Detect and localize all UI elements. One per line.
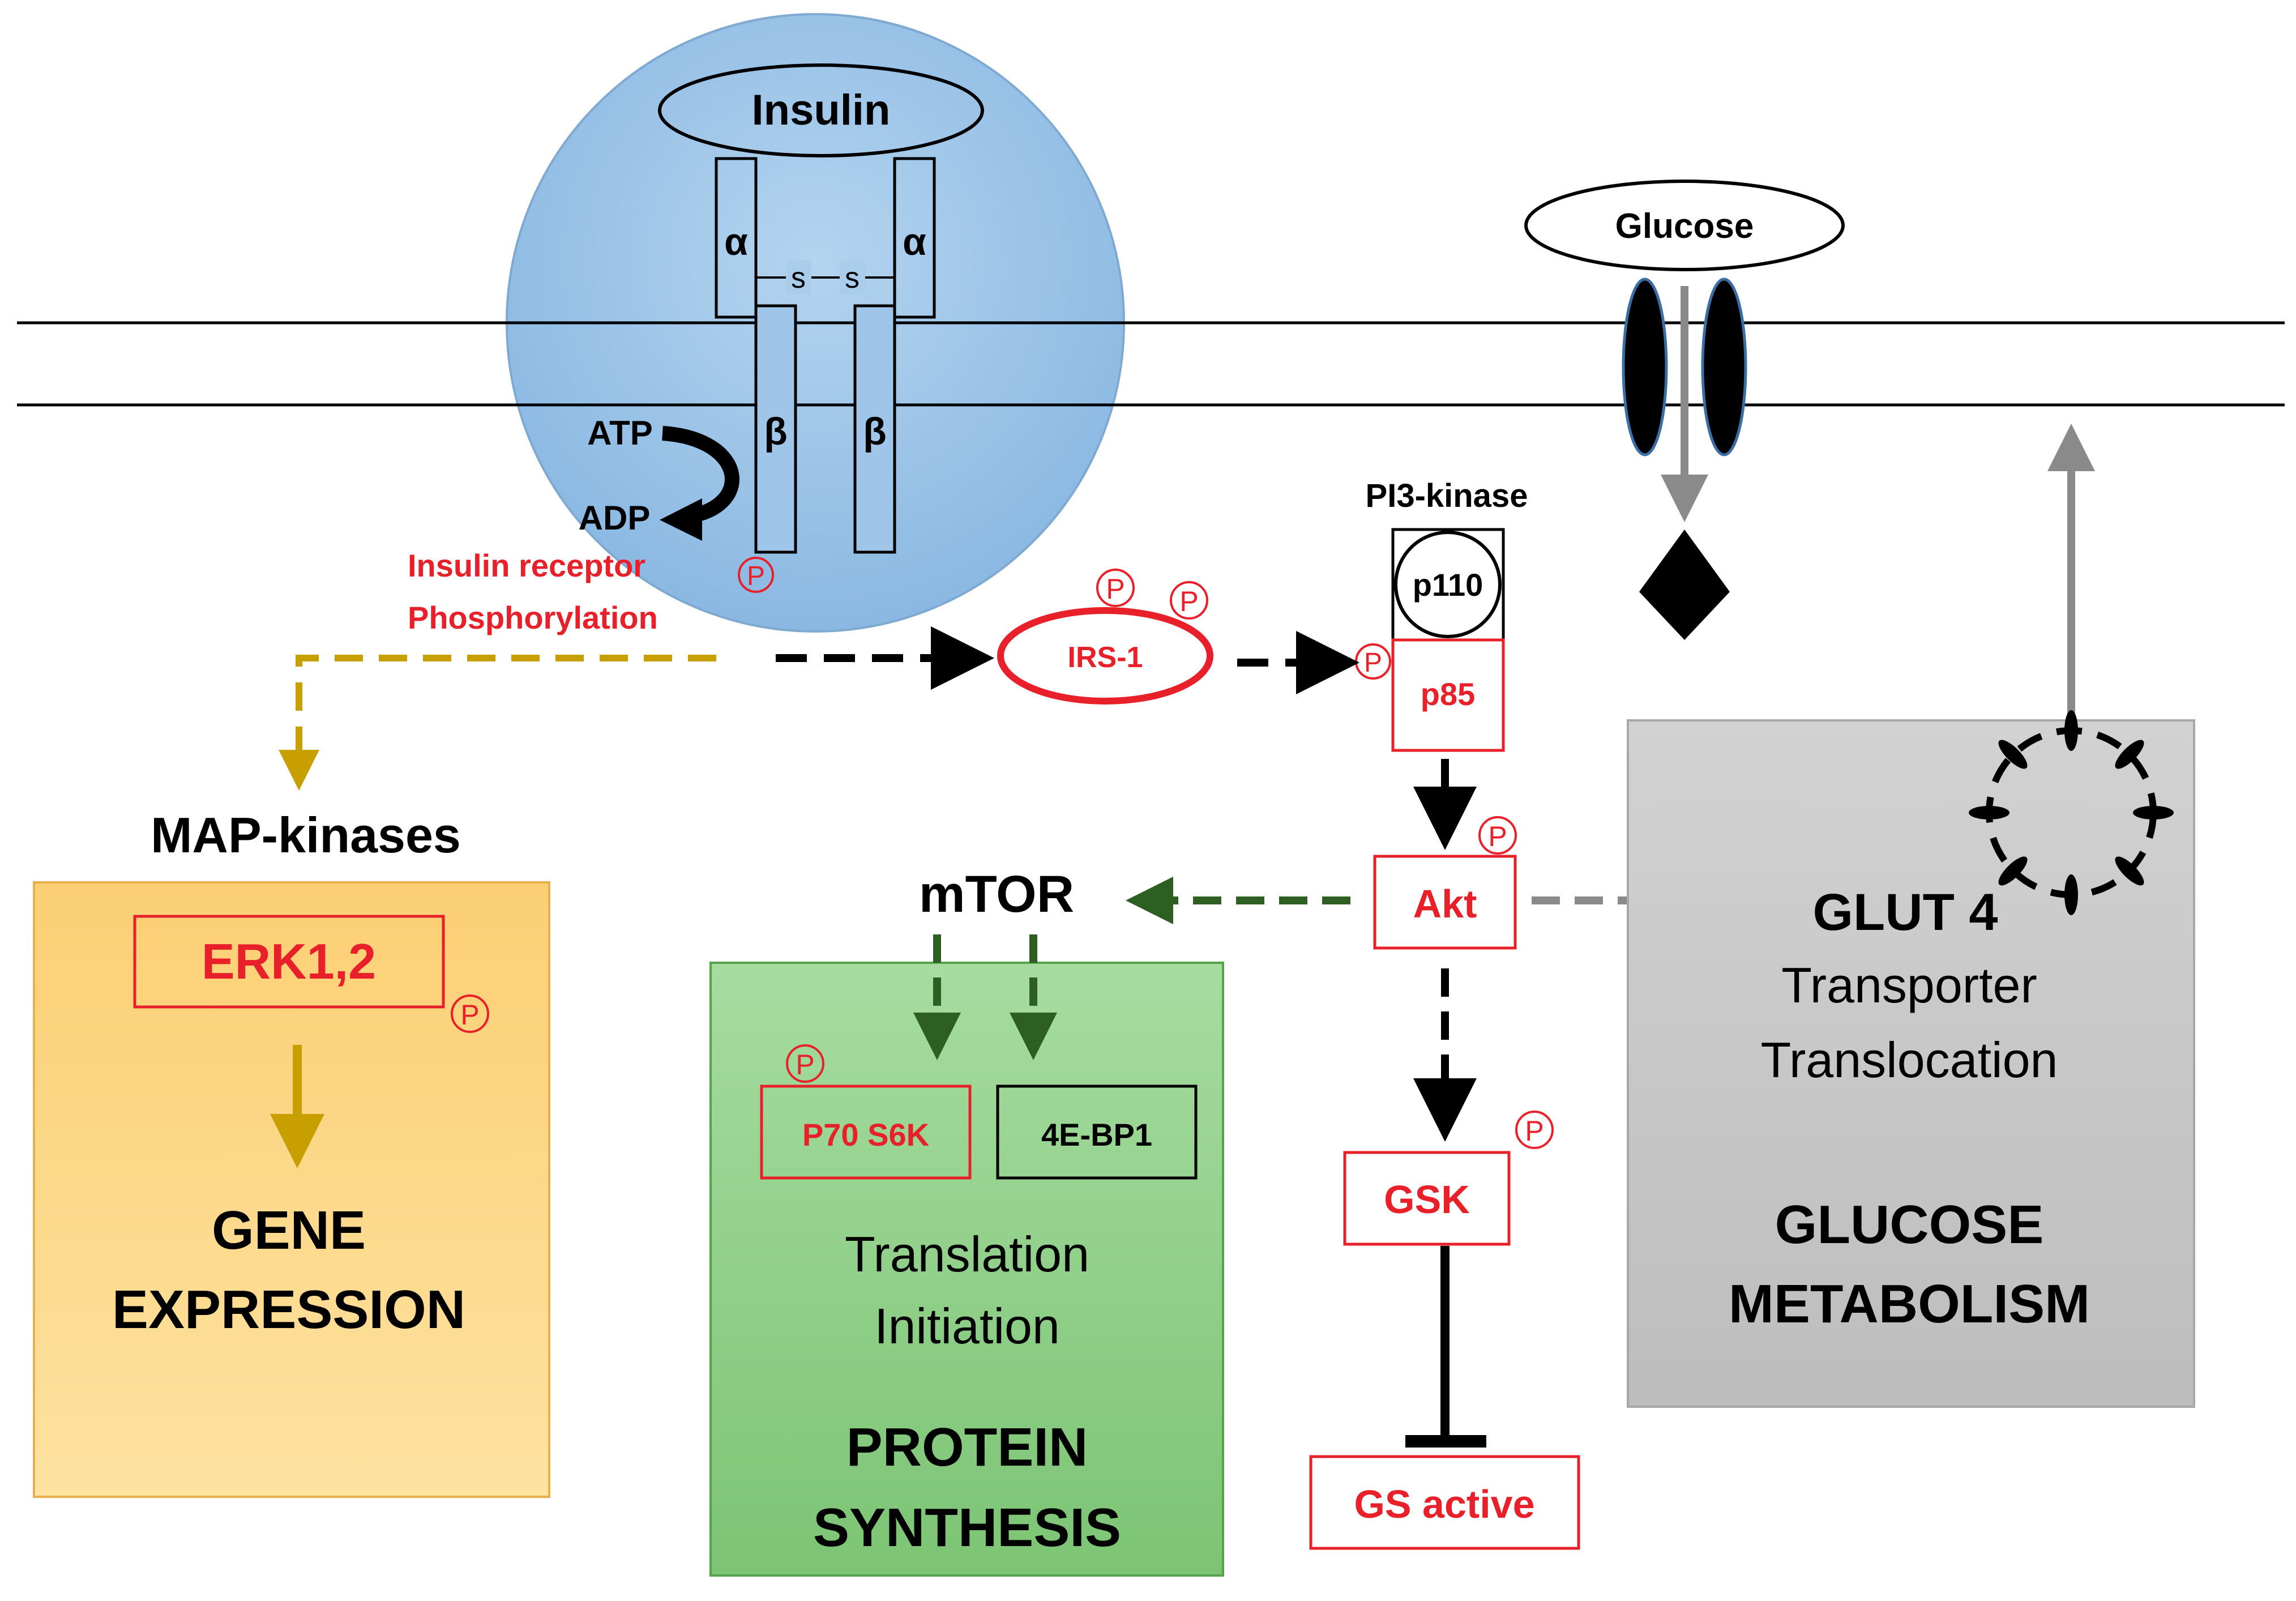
akt-label: Akt — [1413, 882, 1477, 926]
mtor-label: mTOR — [919, 865, 1074, 923]
irs1-phospho-circle-1 — [1096, 569, 1135, 607]
p70-label: P70 S6K — [802, 1117, 929, 1152]
disulfide-s-1: s — [791, 262, 806, 294]
glucose-diamond — [1639, 530, 1730, 640]
p110-circle — [1394, 531, 1502, 638]
adp-label: ADP — [579, 499, 651, 537]
glucose-metabolism-line-1: GLUCOSE — [1775, 1194, 2044, 1255]
glut4-title: GLUT 4 — [1812, 883, 1998, 941]
disulfide-gap-2 — [840, 261, 865, 294]
beta-subunit-left — [754, 304, 797, 554]
alpha-left-label: α — [724, 220, 748, 263]
irs1-phospho-label-1: P — [1106, 573, 1125, 605]
gsk-phospho-circle — [1515, 1111, 1554, 1149]
translation-line-2: Initiation — [874, 1298, 1060, 1354]
gs-active-label: GS active — [1354, 1482, 1534, 1526]
glucose-panel — [1627, 719, 2195, 1408]
p85-label: p85 — [1421, 676, 1476, 712]
gs-active-box — [1309, 1455, 1580, 1550]
glucose-metabolism-line-2: METABOLISM — [1729, 1274, 2090, 1334]
irs1-phospho-label-2: P — [1179, 586, 1198, 617]
alpha-subunit-left — [715, 157, 758, 319]
atp-label: ATP — [587, 414, 653, 452]
insulin-ellipse — [658, 63, 984, 157]
beta-right-label: β — [863, 410, 887, 453]
4ebp1-box — [996, 1085, 1198, 1180]
protein-synthesis-line-2: SYNTHESIS — [813, 1497, 1121, 1558]
translation-line-1: Translation — [845, 1226, 1089, 1282]
receptor-phospho-circle — [738, 557, 774, 593]
erk-box — [133, 915, 445, 1009]
akt-phospho-label: P — [1488, 821, 1507, 852]
map-title: MAP-kinases — [151, 807, 461, 863]
pi3k-title: PI3-kinase — [1366, 477, 1528, 514]
erk-phospho-label: P — [460, 999, 479, 1031]
irs1-phospho-circle-2 — [1170, 581, 1208, 620]
p70-phospho-label: P — [796, 1049, 814, 1081]
protein-panel — [709, 962, 1224, 1577]
atp-adp-arrowhead — [660, 498, 702, 541]
gene-expression-line-1: GENE — [212, 1200, 366, 1261]
p70-box — [760, 1085, 972, 1180]
irs1-label: IRS-1 — [1068, 641, 1143, 674]
gsk-phospho-label: P — [1525, 1115, 1544, 1147]
glut-channel-left — [1622, 277, 1668, 456]
p85-phospho-label: P — [1364, 648, 1382, 678]
glut-channel-right — [1701, 277, 1747, 456]
p110-label: p110 — [1413, 567, 1483, 603]
glucose-ellipse — [1524, 180, 1845, 271]
disulfide-s-2: s — [845, 262, 860, 294]
erk-phospho-circle — [451, 994, 489, 1033]
glut4-vesicle-icon — [1969, 710, 2174, 915]
irs1-ellipse — [997, 607, 1213, 705]
protein-synthesis-line-1: PROTEIN — [846, 1417, 1088, 1478]
erk-label: ERK1,2 — [202, 933, 376, 989]
p70-phospho-circle — [786, 1044, 824, 1083]
atp-to-adp-curved-arrow — [662, 426, 739, 524]
receptor-label-line-2: Phosphorylation — [408, 600, 658, 635]
translocation-line-2: Translocation — [1761, 1032, 2058, 1088]
beta-subunit-right — [853, 304, 896, 554]
map-panel — [33, 881, 550, 1498]
4ebp1-label: 4E-BP1 — [1041, 1117, 1152, 1152]
gsk-label: GSK — [1384, 1177, 1470, 1222]
akt-box — [1373, 855, 1517, 950]
translocation-line-1: Transporter — [1781, 957, 2037, 1013]
receptor-phospho-label: P — [747, 561, 765, 591]
akt-phospho-circle — [1478, 816, 1517, 855]
arrow-receptor-to-map — [279, 655, 716, 791]
p85-box — [1391, 638, 1505, 752]
alpha-right-label: α — [903, 220, 926, 263]
beta-left-label: β — [764, 410, 788, 453]
gene-expression-line-2: EXPRESSION — [112, 1279, 465, 1340]
gsk-box — [1343, 1151, 1511, 1246]
receptor-label-line-1: Insulin receptor — [408, 548, 645, 583]
glucose-label: Glucose — [1615, 207, 1754, 246]
insulin-label: Insulin — [752, 86, 891, 134]
disulfide-gap-1 — [786, 261, 811, 294]
alpha-subunit-right — [893, 157, 936, 319]
